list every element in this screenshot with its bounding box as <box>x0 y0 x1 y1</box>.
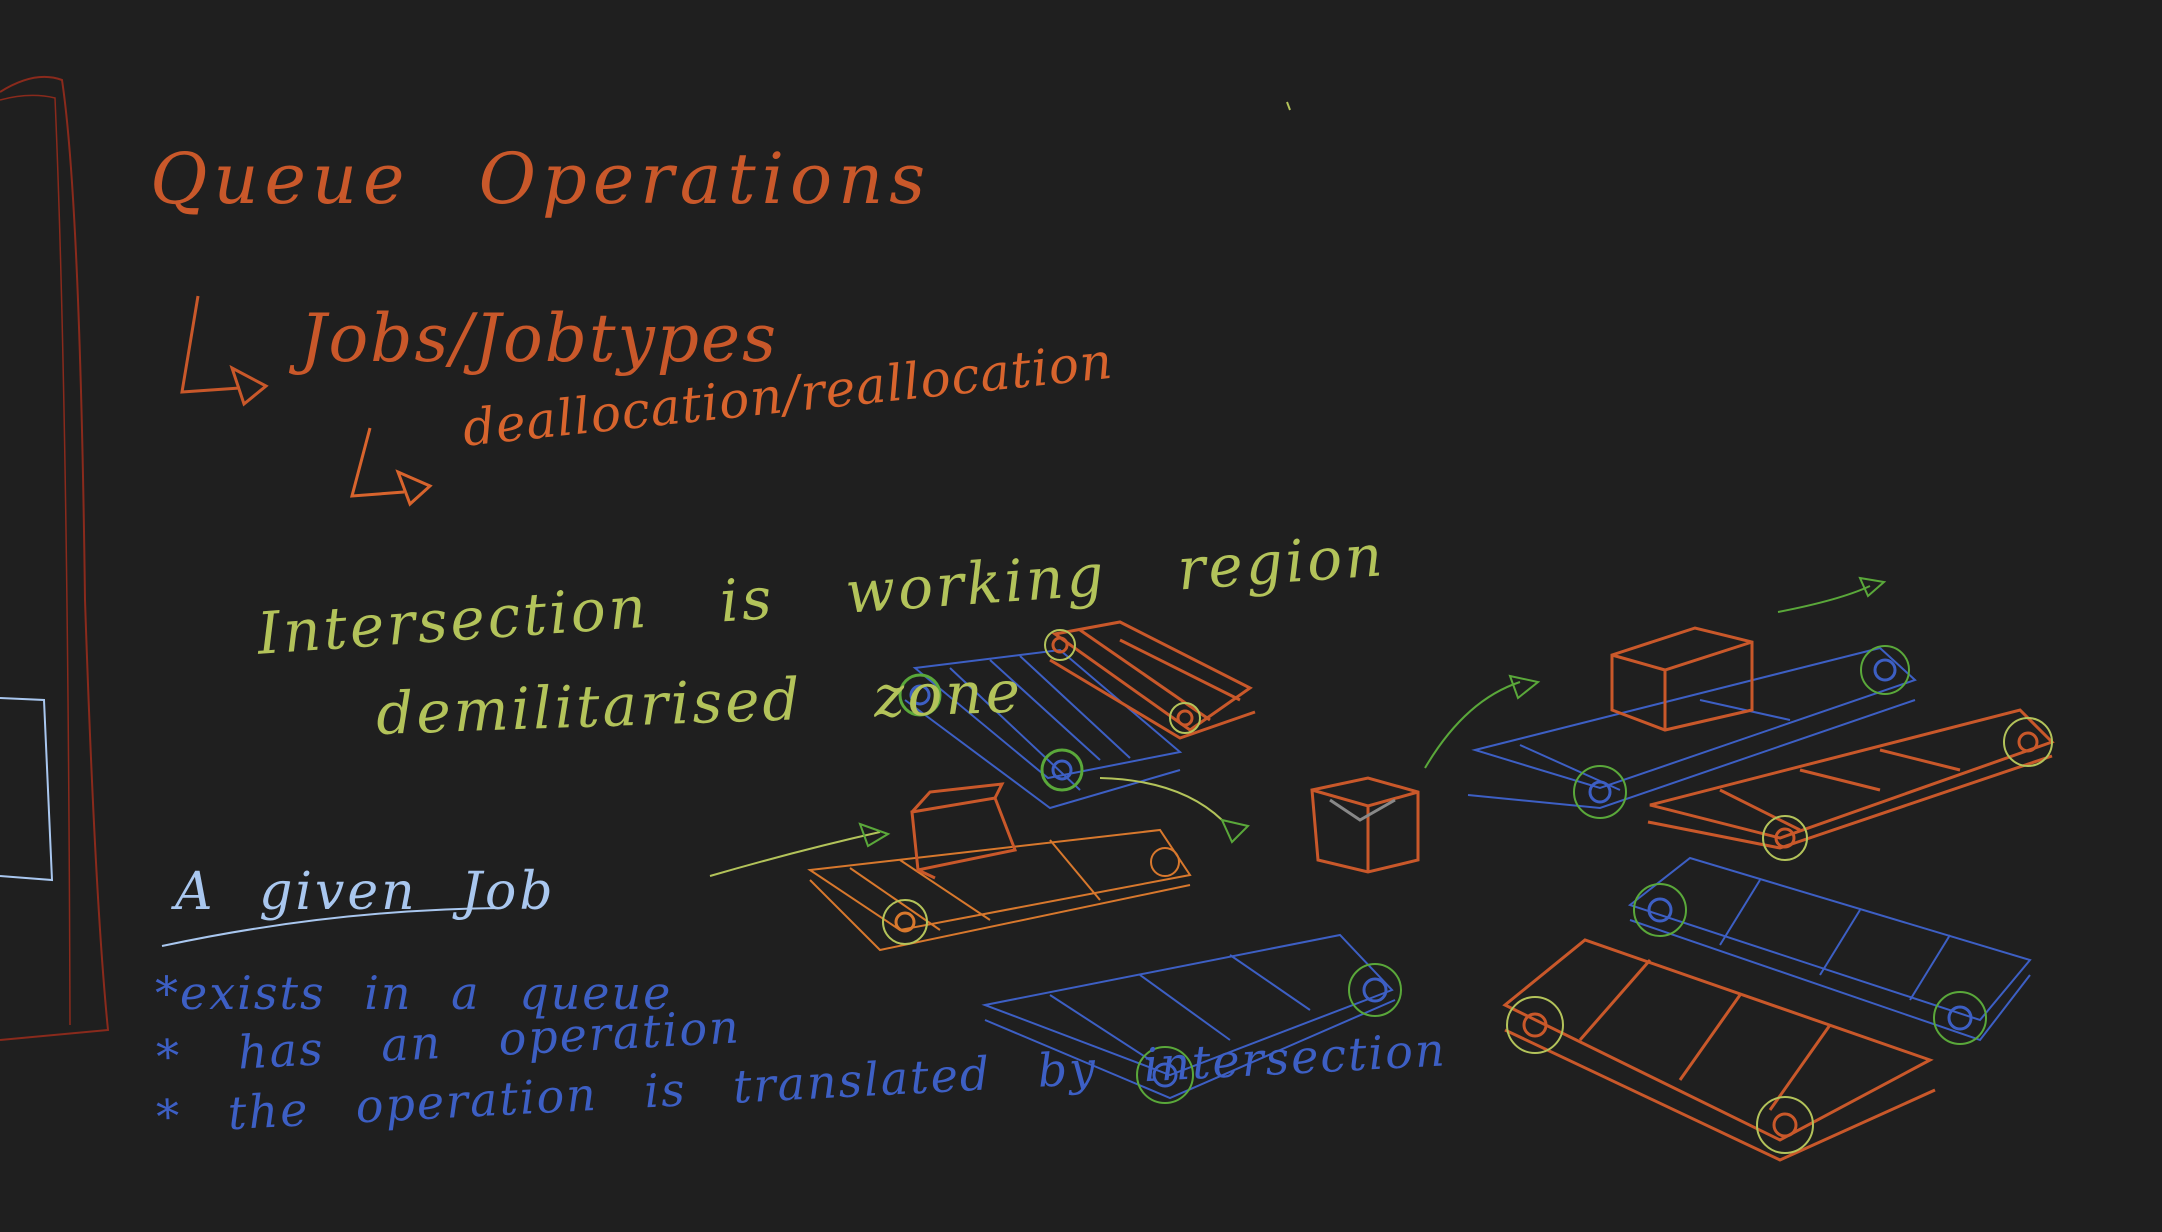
flow-arrow-head <box>1508 674 1541 700</box>
roller-green <box>1040 748 1084 792</box>
roller-green <box>1136 1046 1194 1104</box>
flow-arrow <box>1099 777 1223 821</box>
conveyor-orange-3 <box>1647 708 2055 850</box>
roller-orange <box>894 911 916 933</box>
roller-blue <box>1947 1005 1973 1031</box>
roller-blue <box>1647 897 1673 923</box>
page-title: Queue Operations <box>150 138 932 220</box>
left-red-frame-inner <box>0 94 71 1026</box>
given-underline <box>161 907 499 947</box>
flow-arrow-head <box>1220 818 1250 844</box>
stray-mark <box>1286 101 1291 111</box>
roller-green <box>882 899 928 945</box>
roller-orange <box>1774 827 1796 849</box>
conveyor-orange-1 <box>1049 620 1256 740</box>
roller-blue <box>909 684 931 706</box>
roller-green <box>1348 963 1402 1017</box>
roller-green <box>1506 996 1564 1054</box>
roller-blue <box>1362 977 1388 1003</box>
roller-green <box>1933 991 1987 1045</box>
roller-orange <box>1044 629 1076 661</box>
left-red-frame <box>0 75 110 1041</box>
roller-orange <box>1051 636 1069 654</box>
conveyor-blue-2 <box>1467 646 1917 810</box>
roller-orange <box>1522 1012 1548 1038</box>
conveyor-blue-4 <box>1627 856 2032 1042</box>
bullet-item: *exists in a queue <box>155 966 673 1020</box>
roller-orange <box>1150 847 1180 877</box>
sub-item-jobs: Jobs/Jobtypes <box>300 300 778 377</box>
roller-orange <box>2017 731 2039 753</box>
left-blue-box <box>0 697 54 882</box>
package-box-right <box>1610 626 1754 732</box>
roller-green <box>1633 883 1687 937</box>
flow-arrow <box>1424 681 1521 769</box>
roller-green <box>898 673 942 717</box>
roller-green <box>1756 1096 1814 1154</box>
roller-blue <box>1051 759 1073 781</box>
conveyor-blue-3 <box>981 933 1396 1100</box>
roller-blue <box>1588 780 1612 804</box>
sub-arrow-2 <box>350 427 405 498</box>
package-box-middle <box>1310 776 1420 874</box>
roller-green <box>2003 717 2053 767</box>
roller-green <box>1762 815 1808 861</box>
flow-arrow <box>1777 585 1871 613</box>
roller-orange <box>1772 1112 1798 1138</box>
package-box <box>910 782 1018 880</box>
flow-arrow <box>709 831 881 877</box>
sub-arrow-1-head <box>229 364 269 407</box>
roller-blue <box>1152 1062 1178 1088</box>
sub-arrow-1 <box>180 295 241 394</box>
roller-green <box>1573 765 1627 819</box>
roller-orange <box>1169 702 1201 734</box>
conveyor-blue-1 <box>904 648 1183 810</box>
sub-arrow-2-head <box>395 469 433 507</box>
conveyor-orange-2 <box>807 828 1192 952</box>
roller-blue <box>1873 658 1897 682</box>
given-job-heading: A given Job <box>175 862 556 922</box>
flow-arrow-head <box>858 822 891 848</box>
conveyor-orange-4 <box>1502 938 1936 1162</box>
flow-arrow-head <box>1858 576 1887 598</box>
roller-green <box>1860 645 1910 695</box>
roller-orange <box>1176 709 1194 727</box>
